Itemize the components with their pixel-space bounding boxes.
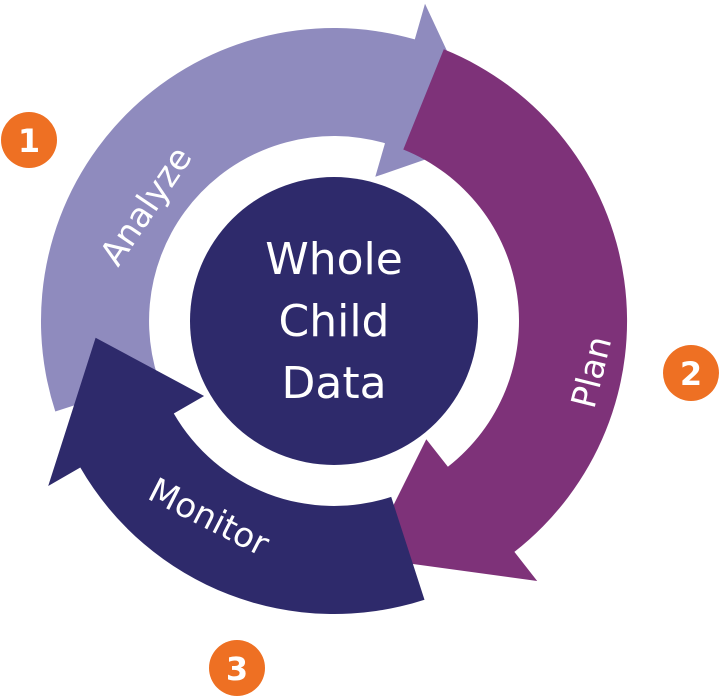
monitor-arrow <box>48 337 425 615</box>
svg-text:2: 2 <box>680 355 702 393</box>
svg-text:3: 3 <box>226 650 248 688</box>
step-badge-2: 2 <box>663 345 719 401</box>
center-line-1: Whole <box>265 234 403 285</box>
step-badge-3: 3 <box>209 640 265 696</box>
center-circle <box>190 177 478 465</box>
plan-arrow <box>367 49 628 582</box>
center-line-3: Data <box>281 358 386 409</box>
center-line-2: Child <box>279 296 390 347</box>
analyze-arrow <box>40 3 488 412</box>
step-badge-1: 1 <box>1 112 57 168</box>
svg-text:1: 1 <box>18 122 40 160</box>
